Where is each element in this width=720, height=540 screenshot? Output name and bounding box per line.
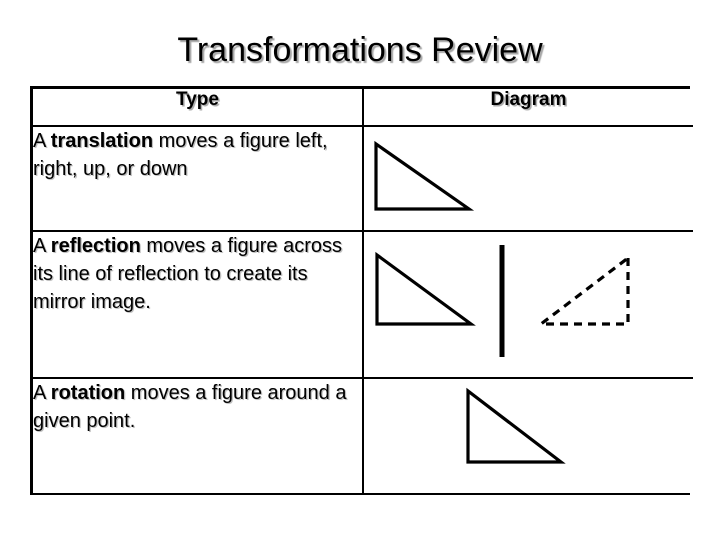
reflection-diagram (375, 245, 630, 357)
table-header-row: Type Diagram (33, 89, 693, 127)
triangle-original (466, 387, 566, 464)
type-cell-rotation: A rotation moves a figure around a given… (33, 377, 364, 493)
transformations-table: Type Diagram A translation moves a figur… (30, 86, 693, 495)
text-suffix: moves a figure around a given point. (33, 382, 347, 432)
text-prefix: A (33, 235, 51, 257)
column-header-diagram: Diagram (362, 89, 693, 127)
triangle-original (375, 251, 476, 326)
translation-diagram (374, 140, 475, 211)
triangle-image-dashed (536, 254, 630, 326)
term-reflection: reflection (50, 235, 141, 257)
diagram-cell-translation (362, 125, 693, 232)
text-prefix: A (33, 130, 51, 152)
text-prefix: A (33, 382, 51, 404)
triangle-original (374, 140, 475, 211)
table-row: A rotation moves a figure around a given… (33, 377, 693, 493)
text-suffix: moves a figure across its line of reflec… (33, 235, 343, 313)
page-title: Transformations Review (177, 31, 543, 69)
rotation-diagram (466, 387, 566, 464)
type-cell-reflection: A reflection moves a figure across its l… (33, 230, 364, 379)
term-rotation: rotation (50, 382, 126, 404)
diagram-cell-reflection (362, 230, 693, 379)
term-translation: translation (50, 130, 154, 152)
diagram-cell-rotation (362, 377, 693, 493)
table-row: A translation moves a figure left, right… (33, 125, 693, 232)
column-header-type: Type (33, 89, 364, 127)
type-cell-translation: A translation moves a figure left, right… (33, 125, 364, 232)
text-suffix: moves a figure left, right, up, or down (33, 130, 328, 180)
table: Type Diagram A translation moves a figur… (33, 89, 693, 493)
table-row: A reflection moves a figure across its l… (33, 230, 693, 379)
